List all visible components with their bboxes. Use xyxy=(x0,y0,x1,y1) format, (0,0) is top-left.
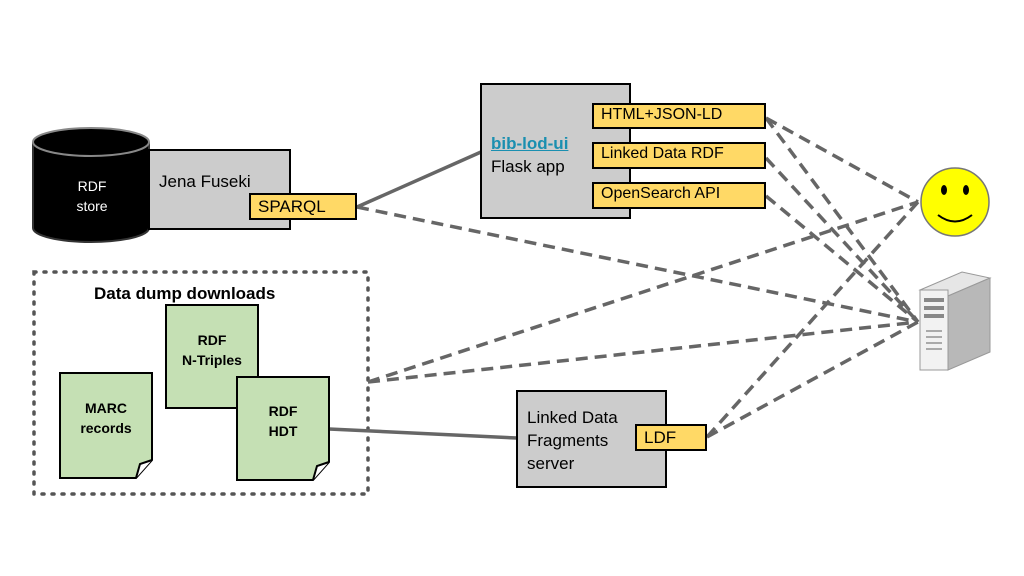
dumps-title: Data dump downloads xyxy=(94,284,276,303)
dumps-container xyxy=(32,270,370,496)
doc-rdf-hdt-icon xyxy=(236,376,330,481)
doc-rdf-hdt-label: RDF HDT xyxy=(237,401,329,441)
connector-sparql-app xyxy=(356,150,482,209)
ldf-line3: server xyxy=(527,454,575,473)
doc-marc-records-label: MARC records xyxy=(60,398,152,438)
app-name: bib-lod-ui xyxy=(491,133,568,155)
output-opensearch-api: OpenSearch API xyxy=(592,182,766,209)
sparql-endpoint: SPARQL xyxy=(249,193,357,220)
dash-dumps-smiley xyxy=(367,200,919,384)
dash-dumps-server xyxy=(367,320,919,384)
app-name-link[interactable]: bib-lod-ui xyxy=(491,134,569,153)
database-cylinder-icon xyxy=(32,127,150,243)
doc-rdf-ntriples-label: RDF N-Triples xyxy=(166,330,258,370)
doc-rdf-hdt-line2: HDT xyxy=(268,423,298,439)
app-type: Flask app xyxy=(491,157,565,176)
dash-html-server xyxy=(764,116,920,324)
dash-html-smiley xyxy=(765,116,919,204)
ldf-line1: Linked Data xyxy=(527,408,618,427)
doc-rdf-ntriples-line2: N-Triples xyxy=(182,352,242,368)
doc-marc-records-line2: records xyxy=(80,420,132,436)
smiley-face-icon xyxy=(920,167,990,237)
dash-sparql-server xyxy=(356,205,919,324)
dash-rdf-server xyxy=(764,156,920,324)
ldf-endpoint: LDF xyxy=(635,424,707,451)
doc-marc-records-line1: MARC xyxy=(85,400,127,416)
doc-rdf-ntriples-line1: RDF xyxy=(197,332,227,348)
ldf-line2: Fragments xyxy=(527,431,609,450)
dashed-connectors xyxy=(356,116,920,439)
doc-marc-records-icon xyxy=(59,372,153,479)
database-label-line1: RDF xyxy=(77,178,107,194)
output-html-jsonld: HTML+JSON-LD xyxy=(592,103,766,129)
dash-opensearch-server xyxy=(764,194,920,324)
connector-hdt-ldf xyxy=(328,427,518,440)
dash-ldf-server xyxy=(706,320,919,439)
server-tower-icon xyxy=(918,271,992,371)
solid-connectors xyxy=(328,150,518,440)
doc-rdf-hdt-line1: RDF xyxy=(268,403,298,419)
database-label: RDF store xyxy=(40,176,144,216)
output-linked-data-rdf: Linked Data RDF xyxy=(592,142,766,169)
fuseki-title: Jena Fuseki xyxy=(159,172,251,191)
dash-ldf-smiley xyxy=(705,200,920,439)
database-label-line2: store xyxy=(76,198,108,214)
